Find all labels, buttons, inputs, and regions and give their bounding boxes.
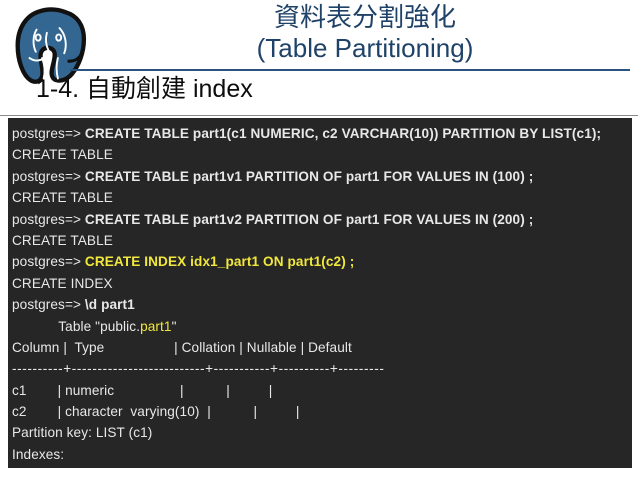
psql-meta-command: \d part1 <box>84 297 135 313</box>
psql-terminal-window[interactable]: postgres=> CREATE TABLE part1(c1 NUMERIC… <box>8 118 632 468</box>
sql-command: CREATE TABLE part1v2 PARTITION OF part1 … <box>84 211 534 227</box>
terminal-line: postgres=> CREATE INDEX idx1_part1 ON pa… <box>12 251 632 272</box>
terminal-table-header: Column | Type | Collation | Nullable | D… <box>12 339 352 355</box>
terminal-line: postgres=> CREATE TABLE part1v2 PARTITIO… <box>12 209 632 230</box>
sql-command-highlighted: CREATE INDEX idx1_part1 ON part1(c2) ; <box>84 254 355 270</box>
page-title-en: (Table Partitioning) <box>256 33 474 63</box>
terminal-table-row: c2 | character varying(10) | | | <box>12 404 300 420</box>
terminal-line: postgres=> CREATE TABLE part1v1 PARTITIO… <box>12 166 632 187</box>
terminal-table-caption: Table "public.part1" <box>12 316 632 337</box>
terminal-table-divider: ----------+--------------------------+--… <box>12 361 385 377</box>
terminal-line: CREATE TABLE <box>12 147 113 163</box>
slide-subtitle: 1-4. 自動創建 index <box>36 75 253 103</box>
table-name-highlight: part1 <box>140 318 172 334</box>
terminal-line: CREATE TABLE <box>12 190 113 206</box>
terminal-line: postgres=> \d part1 <box>12 294 632 315</box>
title-underline-rule <box>70 69 630 71</box>
postgresql-elephant-logo <box>10 6 90 88</box>
table-caption-suffix: " <box>171 318 177 334</box>
psql-prompt: postgres=> <box>12 211 85 227</box>
terminal-table-row: c1 | numeric | | | <box>12 382 273 398</box>
header-divider <box>0 115 638 116</box>
page-title-cjk: 資料表分割強化 <box>273 2 456 32</box>
sql-command: CREATE TABLE part1v1 PARTITION OF part1 … <box>84 168 534 184</box>
psql-prompt: postgres=> <box>12 297 85 313</box>
terminal-line: CREATE TABLE <box>12 232 113 248</box>
page-title: 資料表分割強化 (Table Partitioning) <box>100 2 630 64</box>
terminal-line: CREATE INDEX <box>12 275 113 291</box>
psql-prompt: postgres=> <box>12 168 85 184</box>
terminal-partition-key: Partition key: LIST (c1) <box>12 425 153 441</box>
terminal-indexes-label: Indexes: <box>12 446 65 462</box>
terminal-line: postgres=> CREATE TABLE part1(c1 NUMERIC… <box>12 123 632 144</box>
psql-prompt: postgres=> <box>12 126 85 141</box>
terminal-index-entry: "idx1_part1" btree (c2) -- 手動建在母表上 <box>12 465 632 468</box>
psql-prompt: postgres=> <box>12 254 85 270</box>
sql-command: CREATE TABLE part1(c1 NUMERIC, c2 VARCHA… <box>84 126 602 141</box>
table-caption-prefix: Table "public. <box>12 318 141 334</box>
slide-header: 資料表分割強化 (Table Partitioning) 1-4. 自動創建 i… <box>0 0 638 116</box>
